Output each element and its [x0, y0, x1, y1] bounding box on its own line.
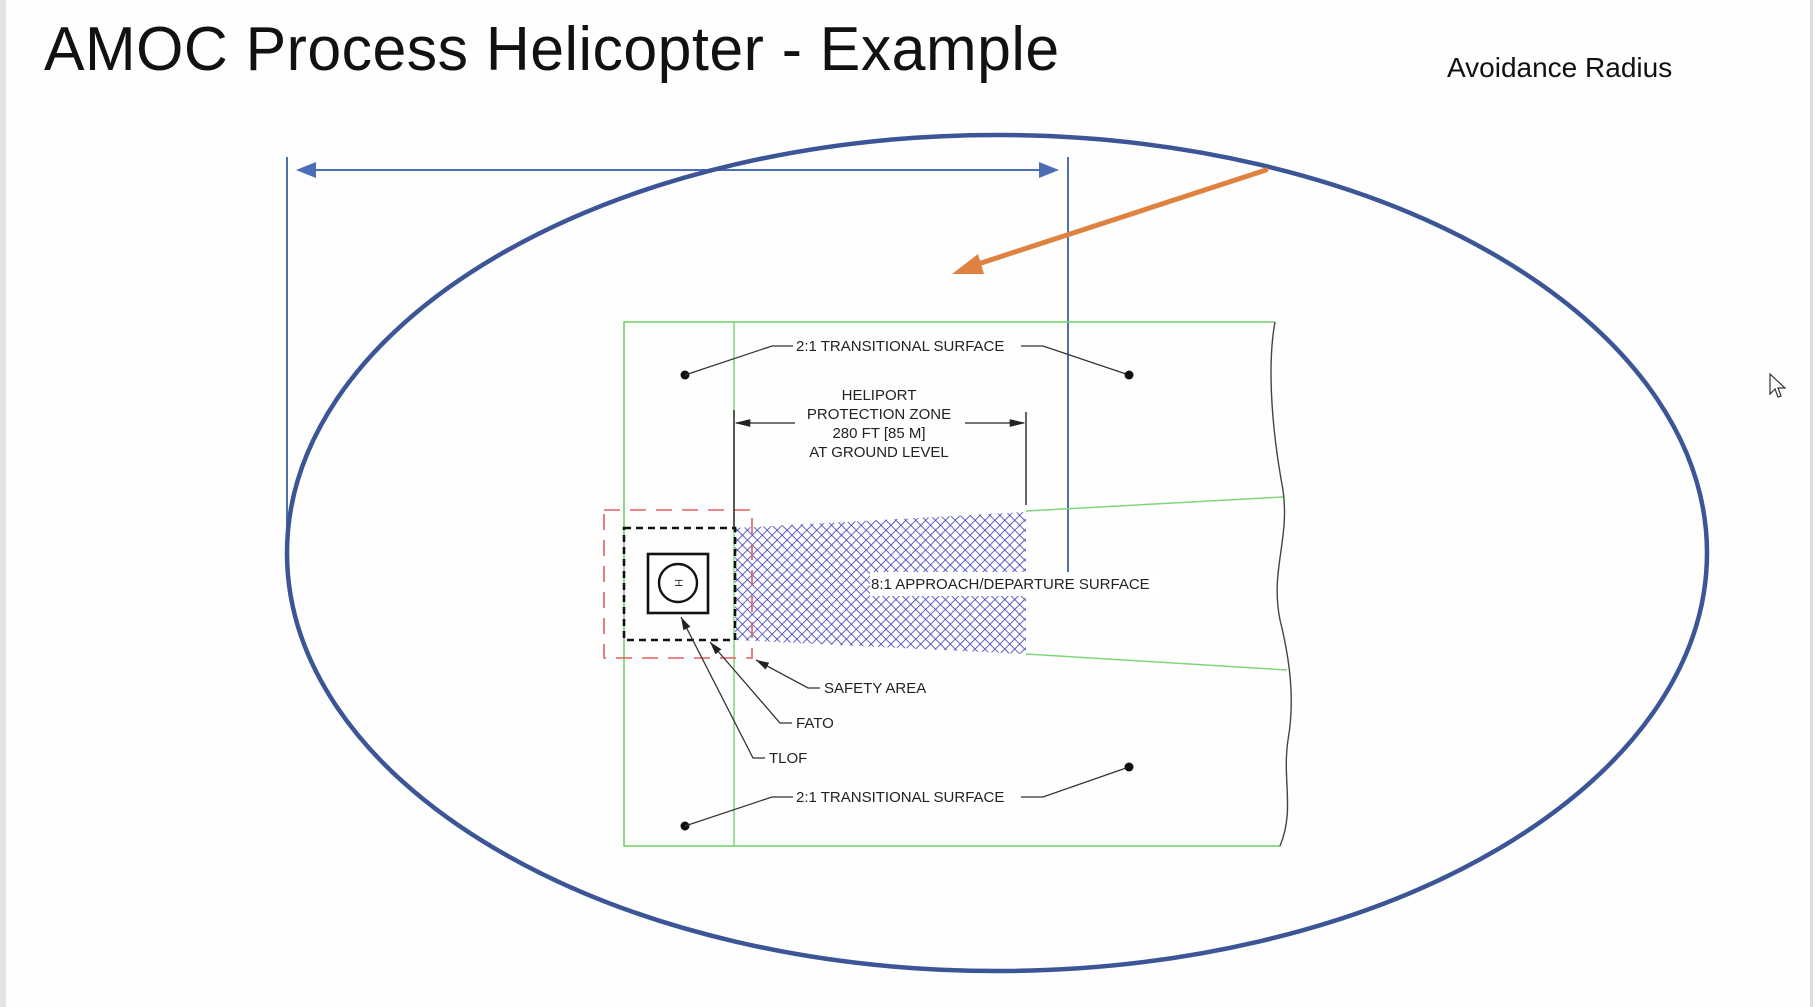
pz-line-3: 280 FT [85 M]: [832, 425, 925, 442]
orange-arrow-shaft: [969, 167, 1269, 269]
fato-callout: FATO: [709, 641, 834, 732]
orange-arrow-head: [952, 254, 984, 274]
callout-leader: [1021, 766, 1130, 798]
avoidance-radius-label: Avoidance Radius: [1447, 52, 1673, 83]
radius-dimension: [286, 157, 1069, 577]
fato-label: FATO: [796, 715, 834, 732]
protection-zone-dimension: HELIPORT PROTECTION ZONE 280 FT [85 M] A…: [733, 387, 1027, 528]
callout-leader: [709, 641, 792, 724]
bottom-transitional-label: 2:1 TRANSITIONAL SURFACE: [796, 789, 1004, 806]
helipad-circle: [657, 562, 699, 604]
safety-area-callout: SAFETY AREA: [755, 659, 926, 697]
tlof-label: TLOF: [769, 750, 807, 767]
callout-dot: [1124, 370, 1134, 380]
orange-arrow-icon: [952, 167, 1269, 274]
avoidance-radius-ellipse: [284, 132, 1710, 974]
break-line: [1270, 321, 1292, 847]
safety-area-label: SAFETY AREA: [824, 680, 926, 697]
top-transitional-label: 2:1 TRANSITIONAL SURFACE: [796, 338, 1004, 355]
mouse-pointer-icon: [1769, 372, 1787, 398]
callout-leader: [1021, 345, 1130, 376]
callout-leader: [684, 796, 793, 827]
callout-leader: [684, 345, 793, 376]
pz-line-2: PROTECTION ZONE: [807, 406, 951, 423]
fato-boundary: [622, 526, 737, 642]
approach-label-background: [870, 572, 1166, 596]
pz-line-4: AT GROUND LEVEL: [809, 444, 948, 461]
left-window-edge: [0, 0, 6, 1007]
approach-lower-edge: [1025, 653, 1288, 671]
helipad-h-marking: H: [672, 579, 684, 587]
pz-line-1: HELIPORT: [842, 387, 917, 404]
right-window-edge: [1810, 0, 1813, 1007]
top-transitional-callout: 2:1 TRANSITIONAL SURFACE: [680, 338, 1134, 380]
safety-area: [603, 509, 753, 659]
approach-departure-label: 8:1 APPROACH/DEPARTURE SURFACE: [871, 576, 1150, 593]
callout-leader: [680, 616, 765, 759]
approach-upper-edge: [1025, 496, 1284, 512]
callout-dot: [1124, 762, 1134, 772]
bottom-transitional-callout: 2:1 TRANSITIONAL SURFACE: [680, 762, 1134, 831]
slide-title: AMOC Process Helicopter - Example: [44, 15, 1060, 84]
callout-leader: [755, 659, 820, 689]
tlof-callout: TLOF: [680, 616, 807, 767]
